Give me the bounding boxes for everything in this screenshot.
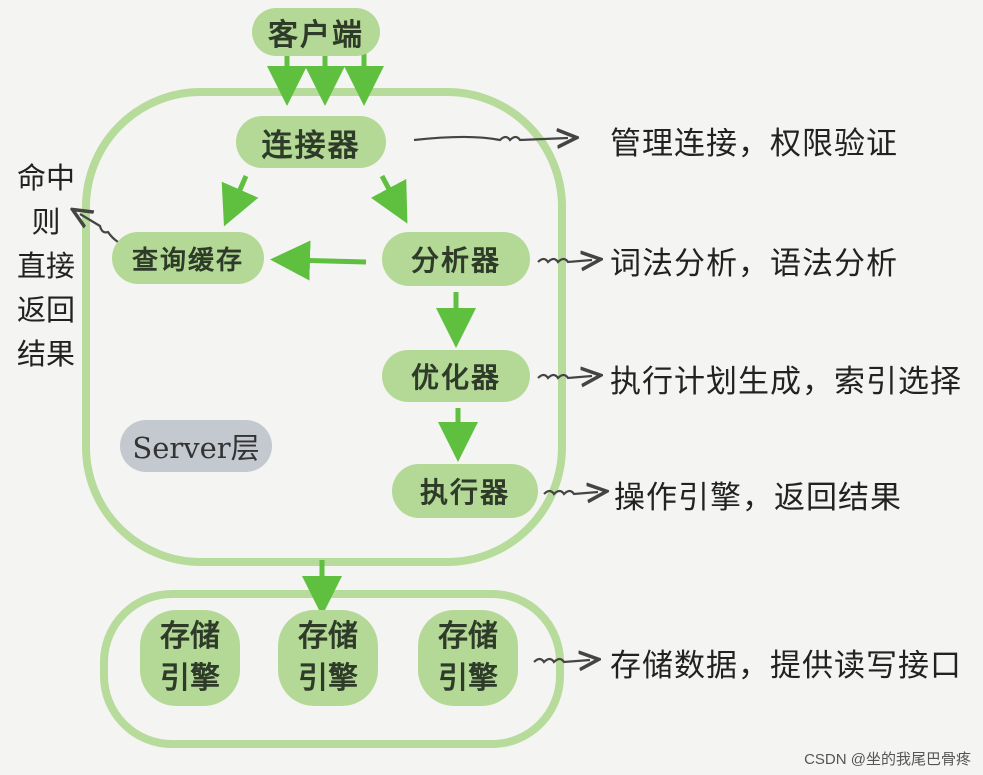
analyzer-description: 词法分析，语法分析 [610, 246, 898, 282]
cache-hit-note-line: 命中 [16, 161, 75, 195]
cache-hit-note-line: 则 [31, 205, 61, 239]
arrow-analyzer-cache [270, 240, 367, 281]
arrow-connector-analyzer [370, 174, 408, 224]
cache-hit-note: 命中 则 直接 返回 结果 [16, 156, 76, 376]
cache-hit-note-line: 直接 [16, 249, 75, 283]
storage-description: 存储数据，提供读写接口 [610, 648, 962, 684]
optimizer-description: 执行计划生成，索引选择 [610, 364, 962, 400]
storage-engine-3: 存储 引擎 [418, 610, 518, 706]
watermark: CSDN @坐的我尾巴骨疼 [804, 751, 971, 768]
storage-engine-1: 存储 引擎 [140, 610, 240, 706]
cache-hit-note-line: 返回 [16, 293, 75, 327]
client-node: 客户端 [252, 8, 380, 56]
executor-node: 执行器 [392, 464, 538, 518]
pointer-storage-description [533, 659, 590, 662]
storage-engine-2: 存储 引擎 [278, 610, 378, 706]
pointer-optimizer-description [537, 375, 592, 378]
pointer-connector-description [413, 137, 568, 140]
arrow-connector-cache [221, 174, 259, 227]
cache-hit-note-line: 结果 [16, 337, 75, 371]
optimizer-node: 优化器 [382, 350, 530, 402]
pointer-cache-hit [80, 214, 119, 243]
executor-description: 操作引擎，返回结果 [614, 480, 902, 516]
analyzer-node: 分析器 [382, 232, 530, 286]
pointer-executor-description [543, 491, 598, 494]
connector-description: 管理连接，权限验证 [610, 126, 898, 162]
connector-node: 连接器 [236, 116, 386, 168]
query-cache-node: 查询缓存 [112, 232, 264, 284]
pointer-analyzer-description [537, 259, 592, 262]
server-layer-badge: Server层 [120, 420, 272, 472]
